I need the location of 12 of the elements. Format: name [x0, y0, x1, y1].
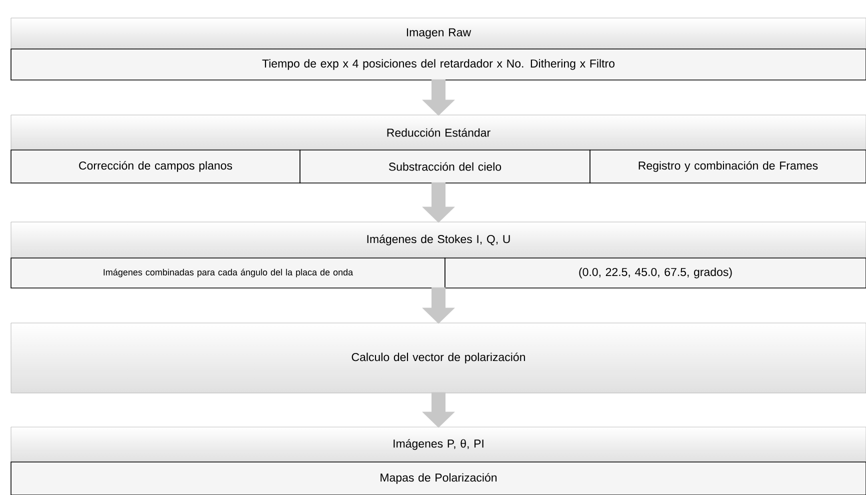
- header-band: Reducción Estándar: [10, 114, 866, 150]
- header-band: Imagen Raw: [10, 18, 866, 50]
- table-cell: Imágenes combinadas para cada ángulo del la placa de onda: [10, 258, 446, 288]
- header-band: Imágenes P, θ, PI: [10, 426, 866, 462]
- table-cell: Registro y combinación de Frames: [590, 150, 866, 184]
- table-cell: Tiempo de exp x 4 posiciones del retardador x No. Dithering x Filtro: [10, 48, 866, 80]
- header-band: Imágenes de Stokes I, Q, U: [10, 222, 866, 258]
- table-cell: Mapas de Polarización: [10, 462, 866, 495]
- header-band: Calculo del vector de polarización: [10, 322, 866, 394]
- table-cell: (0.0, 22.5, 45.0, 67.5, grados): [444, 258, 866, 288]
- table-cell: Substracción del cielo: [300, 150, 590, 184]
- table-cell: Corrección de campos planos: [10, 150, 300, 184]
